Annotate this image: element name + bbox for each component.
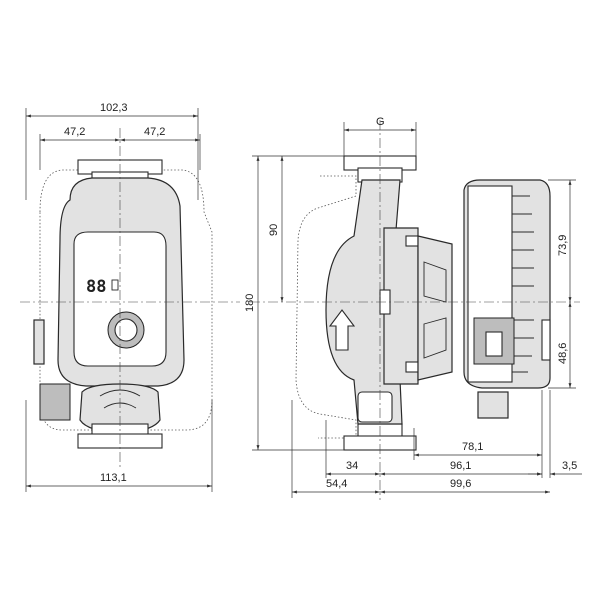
dim-113-text: 113,1 [100,472,127,484]
dim-g-text: G [376,116,385,128]
module-plug-pin [485,331,503,357]
dim-47-right-text: 47,2 [144,126,165,138]
side-lower-window [357,391,393,423]
dim-96-text: 96,1 [450,460,471,472]
dim-3-5-text: 3,5 [562,460,577,472]
module-fins [512,195,534,373]
dim-34-text: 34 [346,460,358,472]
dim-180-text: 180 [244,294,256,312]
dim-54-text: 54,4 [326,478,347,490]
dim-102-text: 102,3 [100,102,128,114]
dim-47-left-text: 47,2 [64,126,85,138]
module-latch [541,319,551,361]
dim-99-text: 99,6 [450,478,471,490]
side-screw-bottom [405,361,419,373]
motor-flange [383,227,419,385]
display-digits: 88 [86,277,106,297]
flow-arrow-icon [328,309,356,351]
display-unit-mark [111,279,119,291]
module-cable-gland [477,391,509,419]
side-screw-top [405,235,419,247]
front-envelope [39,169,213,431]
control-knob-center [114,318,138,342]
dim-73-text: 73,9 [557,235,569,256]
dim-78-text: 78,1 [462,441,483,453]
motor-ribs [423,261,447,359]
dim-48-text: 48,6 [557,343,569,364]
front-side-plug [33,319,45,365]
dim-90-text: 90 [268,224,280,236]
front-view: 88 102,3 47,2 47,2 113,1 [20,102,240,492]
side-view: G 180 90 73,9 48,6 78,1 34 96,1 3,5 [244,116,582,500]
motor-body [417,235,453,381]
side-envelope [295,175,357,439]
front-cable-box [39,383,71,421]
